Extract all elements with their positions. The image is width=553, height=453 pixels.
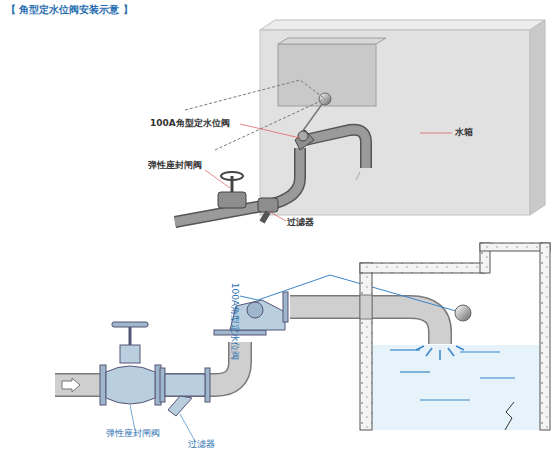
part-label: 弹性座封闸阀 xyxy=(148,160,202,171)
part-label: 弹性座封闸阀 xyxy=(106,428,160,439)
diagram-title: 【 角型定水位阀安装示意 】 xyxy=(6,3,133,17)
top-illustration xyxy=(175,20,545,222)
part-label: 100A角型定水位阀 xyxy=(229,283,240,360)
part-label: 过滤器 xyxy=(188,439,215,450)
part-label: 100A角型定水位阀 xyxy=(150,118,230,129)
part-label: 水箱 xyxy=(455,127,473,138)
bottom-illustration xyxy=(55,243,550,441)
part-label: 过滤器 xyxy=(287,217,314,228)
